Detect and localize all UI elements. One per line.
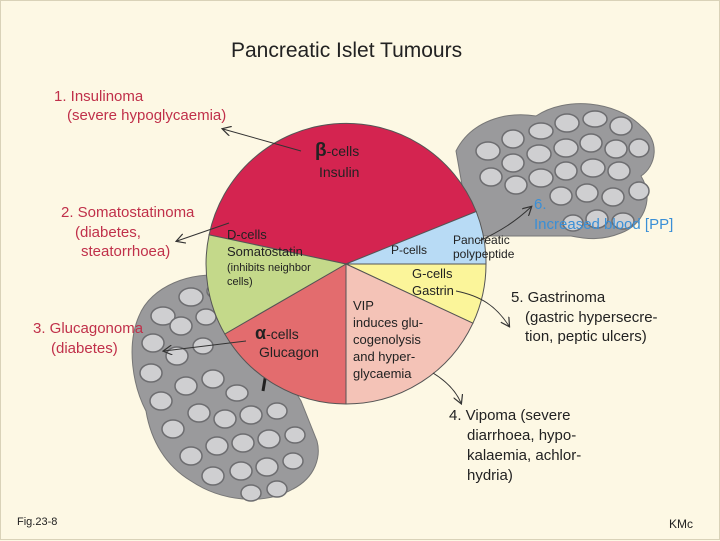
pp-tumour-label: 6. (534, 196, 547, 213)
d-cells-note-1: (inhibits neighbor (227, 262, 311, 274)
somatostatin-label: Somatostatin (227, 244, 303, 259)
beta-cell-sector (208, 122, 477, 265)
glucagonoma-detail: (diabetes) (51, 340, 118, 357)
somatostatinoma-label: 2. Somatostatinoma (61, 204, 195, 221)
figure-label: Fig.23-8 (17, 516, 58, 528)
vip-cell-sector (345, 263, 474, 405)
tissue-left (131, 274, 319, 502)
pp-tumour-detail: Increased blood [PP] (534, 216, 674, 233)
beta-symbol: β (315, 140, 327, 161)
arrow-pp (478, 207, 531, 242)
islet-pie (205, 122, 487, 405)
alpha-cells-text: -cells (266, 326, 299, 342)
d-cell-sector (205, 234, 348, 335)
arrow-glucagonoma (164, 340, 247, 351)
d-cells-note-2: cells) (227, 276, 253, 288)
alpha-cells-label: α-cells (255, 324, 299, 344)
d-cells-label: D-cells (227, 227, 267, 242)
vipoma-detail-1: diarrhoea, hypo- (467, 427, 577, 444)
somatostatinoma-detail-2: steatorrhoea) (81, 243, 171, 260)
page-title: Pancreatic Islet Tumours (231, 39, 463, 62)
gastrin-label: Gastrin (412, 283, 454, 298)
arrow-vipoma (432, 372, 461, 403)
vipoma-detail-2: kalaemia, achlor- (467, 447, 582, 464)
insulinoma-detail: (severe hypoglycaemia) (67, 107, 227, 124)
polypeptide-label: polypeptide (453, 247, 515, 261)
g-cells-label: G-cells (412, 266, 453, 281)
alpha-cell-sector (224, 263, 347, 405)
gastrinoma-detail-1: (gastric hypersecre- (525, 309, 658, 326)
glucagonoma-label: 3. Glucagonoma (33, 320, 144, 337)
author-label: KMc (669, 517, 693, 531)
gastrinoma-detail-2: tion, peptic ulcers) (525, 328, 647, 345)
vip-detail-1: induces glu- (353, 315, 424, 330)
arrow-gastrinoma (455, 290, 509, 326)
beta-cells-text: -cells (326, 143, 360, 159)
vip-detail-4: glycaemia (353, 366, 412, 381)
arrow-somatostatinoma (177, 222, 230, 241)
tissue-right (455, 103, 655, 240)
p-cells-label: P-cells (391, 243, 428, 257)
vipoma-detail-3: hydria) (467, 467, 513, 484)
vip-label: VIP (353, 298, 374, 313)
beta-cells-label: β-cells (315, 141, 359, 161)
pancreatic-label: Pancreatic (453, 233, 510, 247)
pointer-arrows (164, 129, 531, 403)
insulin-label: Insulin (319, 164, 360, 180)
vipoma-label: 4. Vipoma (severe (449, 407, 571, 424)
arrow-insulinoma (223, 129, 302, 152)
gastrinoma-label: 5. Gastrinoma (511, 289, 606, 306)
vip-detail-3: and hyper- (353, 349, 416, 364)
vip-detail-2: cogenolysis (353, 332, 421, 347)
insulinoma-label: 1. Insulinoma (54, 88, 144, 105)
alpha-symbol: α (255, 323, 267, 343)
glucagon-label: Glucagon (259, 344, 319, 360)
somatostatinoma-detail-1: (diabetes, (75, 224, 141, 241)
